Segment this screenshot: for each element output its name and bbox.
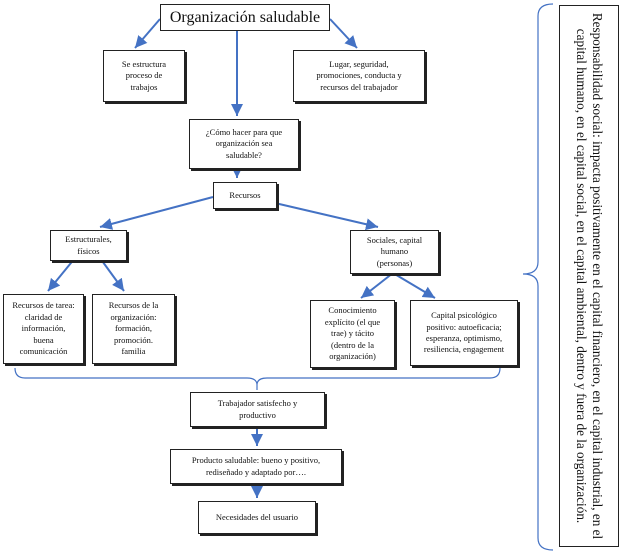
node-task-resources: Recursos de tarea: claridad de informaci… bbox=[3, 294, 84, 364]
node-resources: Recursos bbox=[213, 182, 277, 209]
bottom-brace bbox=[14, 367, 501, 386]
node-social: Sociales, capital humano (personas) bbox=[350, 230, 439, 274]
arrow-social-to-knowledge bbox=[360, 272, 394, 299]
node-needs: Necesidades del usuario bbox=[198, 501, 316, 534]
node-how: ¿Cómo hacer para que organización sea sa… bbox=[189, 119, 299, 169]
node-knowledge: Conocimiento explícito (el que trae) y t… bbox=[310, 300, 395, 368]
node-organizacion-saludable: Organización saludable bbox=[160, 4, 330, 31]
node-workplace: Lugar, seguridad, promociones, conducta … bbox=[293, 50, 425, 102]
social-responsibility-box: Responsabilidad social: impacta positiva… bbox=[559, 5, 619, 547]
right-brace bbox=[522, 3, 554, 551]
arrow-structural-to-orgres bbox=[99, 257, 125, 292]
node-restructure: Se estructura proceso de trabajos bbox=[103, 50, 185, 102]
arrow-social-to-psycap bbox=[392, 272, 436, 299]
node-worker: Trabajador satisfecho y productivo bbox=[190, 392, 325, 427]
arrow-resources-to-social bbox=[261, 199, 379, 231]
node-structural: Estructurales, físicos bbox=[50, 230, 127, 261]
arrow-org-to-restructure bbox=[134, 18, 161, 49]
node-org-resources: Recursos de la organización: formación, … bbox=[92, 294, 175, 364]
node-product: Producto saludable: bueno y positivo, re… bbox=[170, 449, 342, 484]
arrow-org-to-workplace bbox=[329, 18, 358, 49]
arrow-structural-to-task bbox=[47, 257, 76, 292]
social-responsibility-text: Responsabilidad social: impacta positiva… bbox=[574, 12, 605, 540]
node-psycap: Capital psicológico positivo: autoeficac… bbox=[410, 300, 518, 366]
arrow-resources-to-structural bbox=[99, 196, 214, 230]
